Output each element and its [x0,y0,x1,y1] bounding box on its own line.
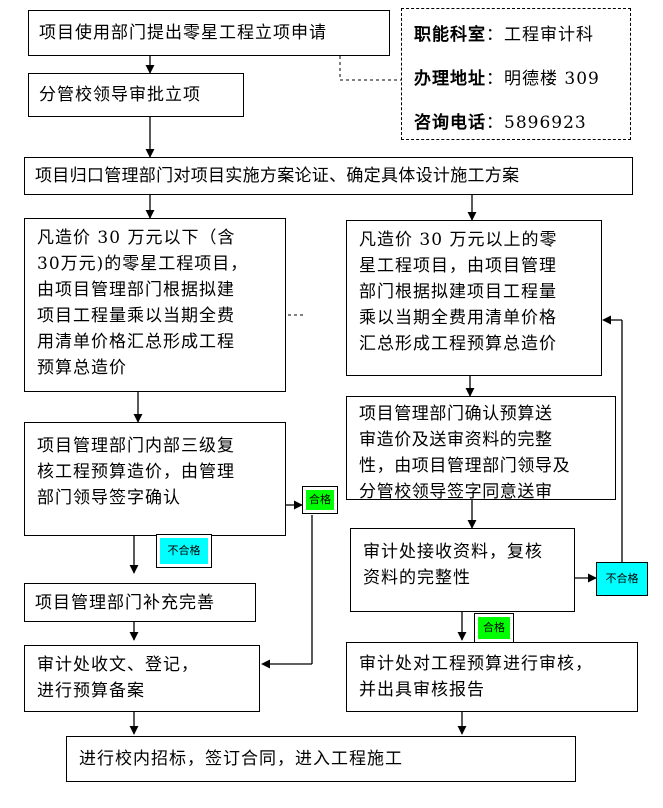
address-label: 办理地址 [414,69,486,89]
register-line-1: 审计处收文、登记， [37,655,199,675]
step-tender-construct: 进行校内招标，签订合同，进入工程施工 [66,736,576,782]
step-apply: 项目使用部门提出零星工程立项申请 [28,10,390,56]
below-line-1: 凡造价 30 万元以下（含 [37,228,236,248]
below-line-4: 项目工程量乘以当期全费 [37,306,235,326]
fail-tag-review3: 不合格 [156,534,212,568]
step-plan: 项目归口管理部门对项目实施方案论证、确定具体设计施工方案 [24,157,633,195]
audit-line-1: 审计处对工程预算进行审核， [359,654,593,674]
step-tender-text: 进行校内招标，签订合同，进入工程施工 [79,749,403,769]
step-confirm-submit: 项目管理部门确认预算送 审造价及送审资料的完整 性，由项目管理部门领导及 分管校… [346,396,616,502]
step-supplement-text: 项目管理部门补充完善 [35,592,215,613]
fail-tag-review3-text: 不合格 [160,538,208,564]
above-line-3: 部门根据拟建项目工程量 [359,282,557,302]
office-value: 工程审计科 [504,25,594,45]
office-sep: ： [486,25,504,45]
address-value: 明德楼 309 [504,69,600,89]
pass-tag-receive: 合格 [474,613,514,643]
address-sep: ： [486,69,504,89]
audit-line-2: 并出具审核报告 [359,680,485,700]
step-audit-report: 审计处对工程预算进行审核， 并出具审核报告 [346,642,638,712]
step-approve: 分管校领导审批立项 [28,73,244,117]
step-plan-text: 项目归口管理部门对项目实施方案论证、确定具体设计施工方案 [35,166,520,186]
info-connector [339,56,401,81]
review3-line-2: 核工程预算造价，由管理 [37,462,235,482]
above-line-2: 星工程项目，由项目管理 [359,256,557,276]
above-line-5: 汇总形成工程预算总造价 [359,334,557,354]
register-line-2: 进行预算备案 [37,681,145,701]
confirm-line-2: 审造价及送审资料的完整 [359,430,553,450]
receive-line-2: 资料的完整性 [363,568,471,588]
address-row: 办理地址：明德楼 309 [414,65,630,109]
above-line-1: 凡造价 30 万元以上的零 [359,230,558,250]
fail-tag-receive-text: 不合格 [605,572,639,585]
contact-info-box: 职能科室：工程审计科 办理地址：明德楼 309 咨询电话：5896923 [401,8,631,140]
above-line-4: 乘以当期全费用清单价格 [359,308,557,328]
pass-tag-review3: 合格 [302,486,338,514]
phone-sep: ： [486,113,504,133]
phone-value: 5896923 [504,113,587,133]
below-line-3: 由项目管理部门根据拟建 [37,280,235,300]
phone-label: 咨询电话 [414,113,486,133]
step-approve-text: 分管校领导审批立项 [39,85,201,105]
pass-tag-review3-text: 合格 [306,490,334,510]
phone-row: 咨询电话：5896923 [414,109,630,153]
review3-line-1: 项目管理部门内部三级复 [37,436,235,456]
below-line-5: 用清单价格汇总形成工程 [37,332,235,352]
below-line-6: 预算总造价 [37,358,127,378]
office-label: 职能科室 [414,25,486,45]
step-below-30w: 凡造价 30 万元以下（含 30万元)的零星工程项目， 由项目管理部门根据拟建 … [24,218,286,392]
fail-tag-receive: 不合格 [596,562,648,596]
pass-tag-receive-text: 合格 [478,617,510,639]
step-apply-text: 项目使用部门提出零星工程立项申请 [39,23,327,43]
confirm-line-3: 性，由项目管理部门领导及 [359,456,571,476]
receive-line-1: 审计处接收资料，复核 [363,542,543,562]
below-line-2: 30万元)的零星工程项目， [37,254,249,274]
step-receive-materials: 审计处接收资料，复核 资料的完整性 [350,528,575,612]
step-register: 审计处收文、登记， 进行预算备案 [24,645,260,712]
review3-line-3: 部门领导签字确认 [37,488,181,508]
confirm-line-4: 分管校领导签字同意送审 [359,482,553,502]
confirm-line-1: 项目管理部门确认预算送 [359,404,553,424]
step-three-level-review: 项目管理部门内部三级复 核工程预算造价，由管理 部门领导签字确认 [24,422,286,536]
step-above-30w: 凡造价 30 万元以上的零 星工程项目，由项目管理 部门根据拟建项目工程量 乘以… [346,220,602,376]
step-supplement: 项目管理部门补充完善 [24,583,256,622]
office-row: 职能科室：工程审计科 [414,21,630,65]
